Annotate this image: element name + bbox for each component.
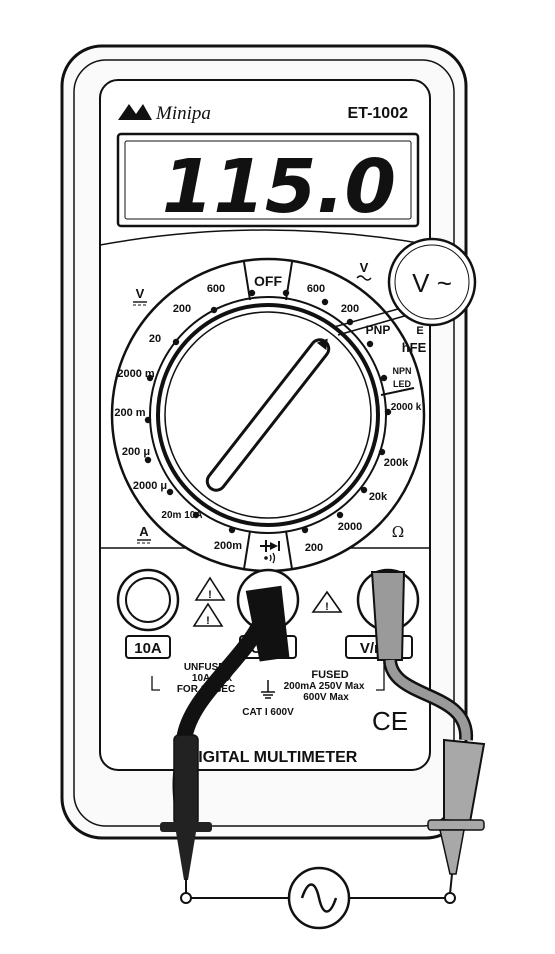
r-2000k-label: 2000 k <box>391 402 422 413</box>
jack-10a-label: 10A <box>134 640 162 657</box>
selected-mode-label: V ~ <box>412 268 452 298</box>
npn-label: NPN <box>392 366 411 376</box>
svg-text:!: ! <box>208 589 212 601</box>
ce-mark: CE <box>372 706 408 736</box>
svg-text:!: ! <box>206 615 210 627</box>
display-reading: 115.0 <box>162 144 396 230</box>
a-20m-10a-label: 20m 10A <box>161 510 202 521</box>
ohm-symbol: Ω <box>392 523 404 541</box>
led-label: LED <box>393 379 412 389</box>
a-2000u-label: 2000 μ <box>133 480 167 492</box>
svg-text:!: ! <box>325 601 329 613</box>
a-200u-label: 200 μ <box>122 446 150 458</box>
ac-600-label: 600 <box>307 283 325 295</box>
dc-200-label: 200 <box>173 303 191 315</box>
r-200k-label: 200k <box>384 457 409 469</box>
svg-text:V: V <box>136 286 145 301</box>
brand-name: Minipa <box>155 103 211 124</box>
model-label: ET-1002 <box>348 105 409 122</box>
cat-label: CAT I 600V <box>242 707 294 718</box>
r-2000-label: 2000 <box>338 521 362 533</box>
r-200-label: 200 <box>305 542 323 554</box>
svg-text:V: V <box>360 260 369 275</box>
e-label: E <box>416 325 423 337</box>
dc-600-label: 600 <box>207 283 225 295</box>
device-name-label: DIGITAL MULTIMETER <box>187 749 358 766</box>
dc-200m-label: 200 m <box>114 407 145 419</box>
r-20k-label: 20k <box>369 491 388 503</box>
svg-text:A: A <box>139 524 149 539</box>
hfe-label: hFE <box>402 340 427 355</box>
ac-max-label: 600V Max <box>303 692 349 703</box>
a-200m-label: 200m <box>214 540 242 552</box>
ac-source <box>181 868 455 928</box>
dc-20-label: 20 <box>149 333 161 345</box>
fused-spec-label: 200mA 250V Max <box>284 681 365 692</box>
ac-200-label: 200 <box>341 303 359 315</box>
off-label: OFF <box>254 273 282 289</box>
pnp-label: PNP <box>366 323 391 337</box>
dc-2000m-label: 2000 m <box>117 368 155 380</box>
fused-label: FUSED <box>311 669 348 681</box>
